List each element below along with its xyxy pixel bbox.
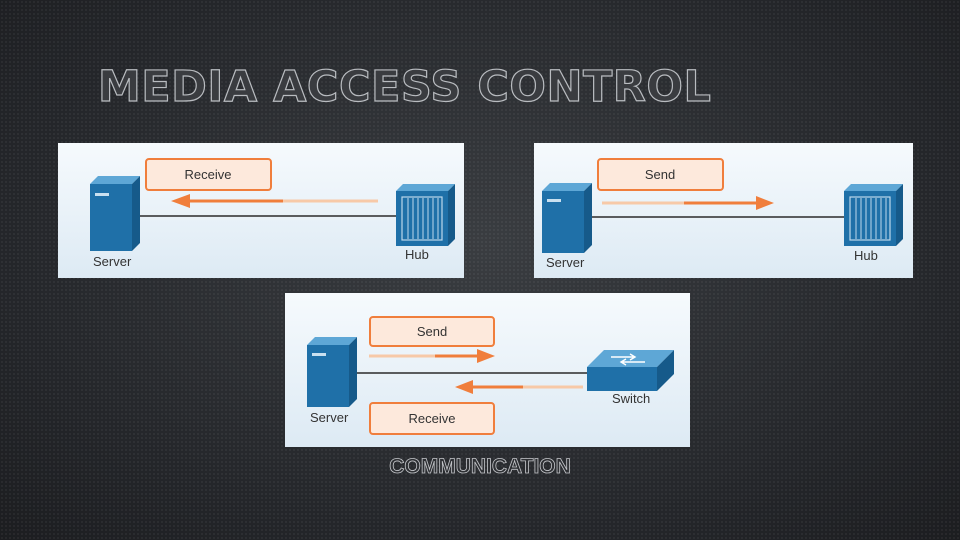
hub-label: Hub bbox=[854, 248, 878, 263]
diagram-panel-switch: Send Receive Server Switch bbox=[285, 293, 690, 447]
server-icon bbox=[90, 176, 140, 251]
diagram-panel-hub-receive: Receive Server Hub bbox=[58, 143, 464, 278]
diagram-panel-hub-send: Send Server Hub bbox=[534, 143, 913, 278]
server-icon bbox=[542, 183, 592, 253]
receive-arrow bbox=[171, 194, 378, 208]
caption: COMMUNICATION bbox=[389, 455, 571, 479]
server-label: Server bbox=[546, 255, 585, 270]
send-arrow bbox=[602, 196, 774, 210]
switch-icon bbox=[587, 350, 674, 391]
server-icon bbox=[307, 337, 357, 407]
send-label: Send bbox=[417, 324, 447, 339]
send-label-box: Send bbox=[369, 316, 495, 347]
slide-title: MEDIA ACCESS CONTROL bbox=[97, 61, 712, 112]
server-label: Server bbox=[93, 254, 132, 269]
switch-label: Switch bbox=[612, 391, 650, 406]
receive-label-box: Receive bbox=[369, 402, 495, 435]
send-label-box: Send bbox=[597, 158, 724, 191]
hub-label: Hub bbox=[405, 247, 429, 262]
receive-label: Receive bbox=[409, 411, 456, 426]
receive-label: Receive bbox=[185, 167, 232, 182]
server-label: Server bbox=[310, 410, 349, 425]
hub-icon bbox=[844, 184, 903, 246]
hub-icon bbox=[396, 184, 455, 246]
receive-label-box: Receive bbox=[145, 158, 272, 191]
receive-arrow bbox=[455, 380, 583, 394]
send-arrow bbox=[369, 349, 495, 363]
send-label: Send bbox=[645, 167, 675, 182]
